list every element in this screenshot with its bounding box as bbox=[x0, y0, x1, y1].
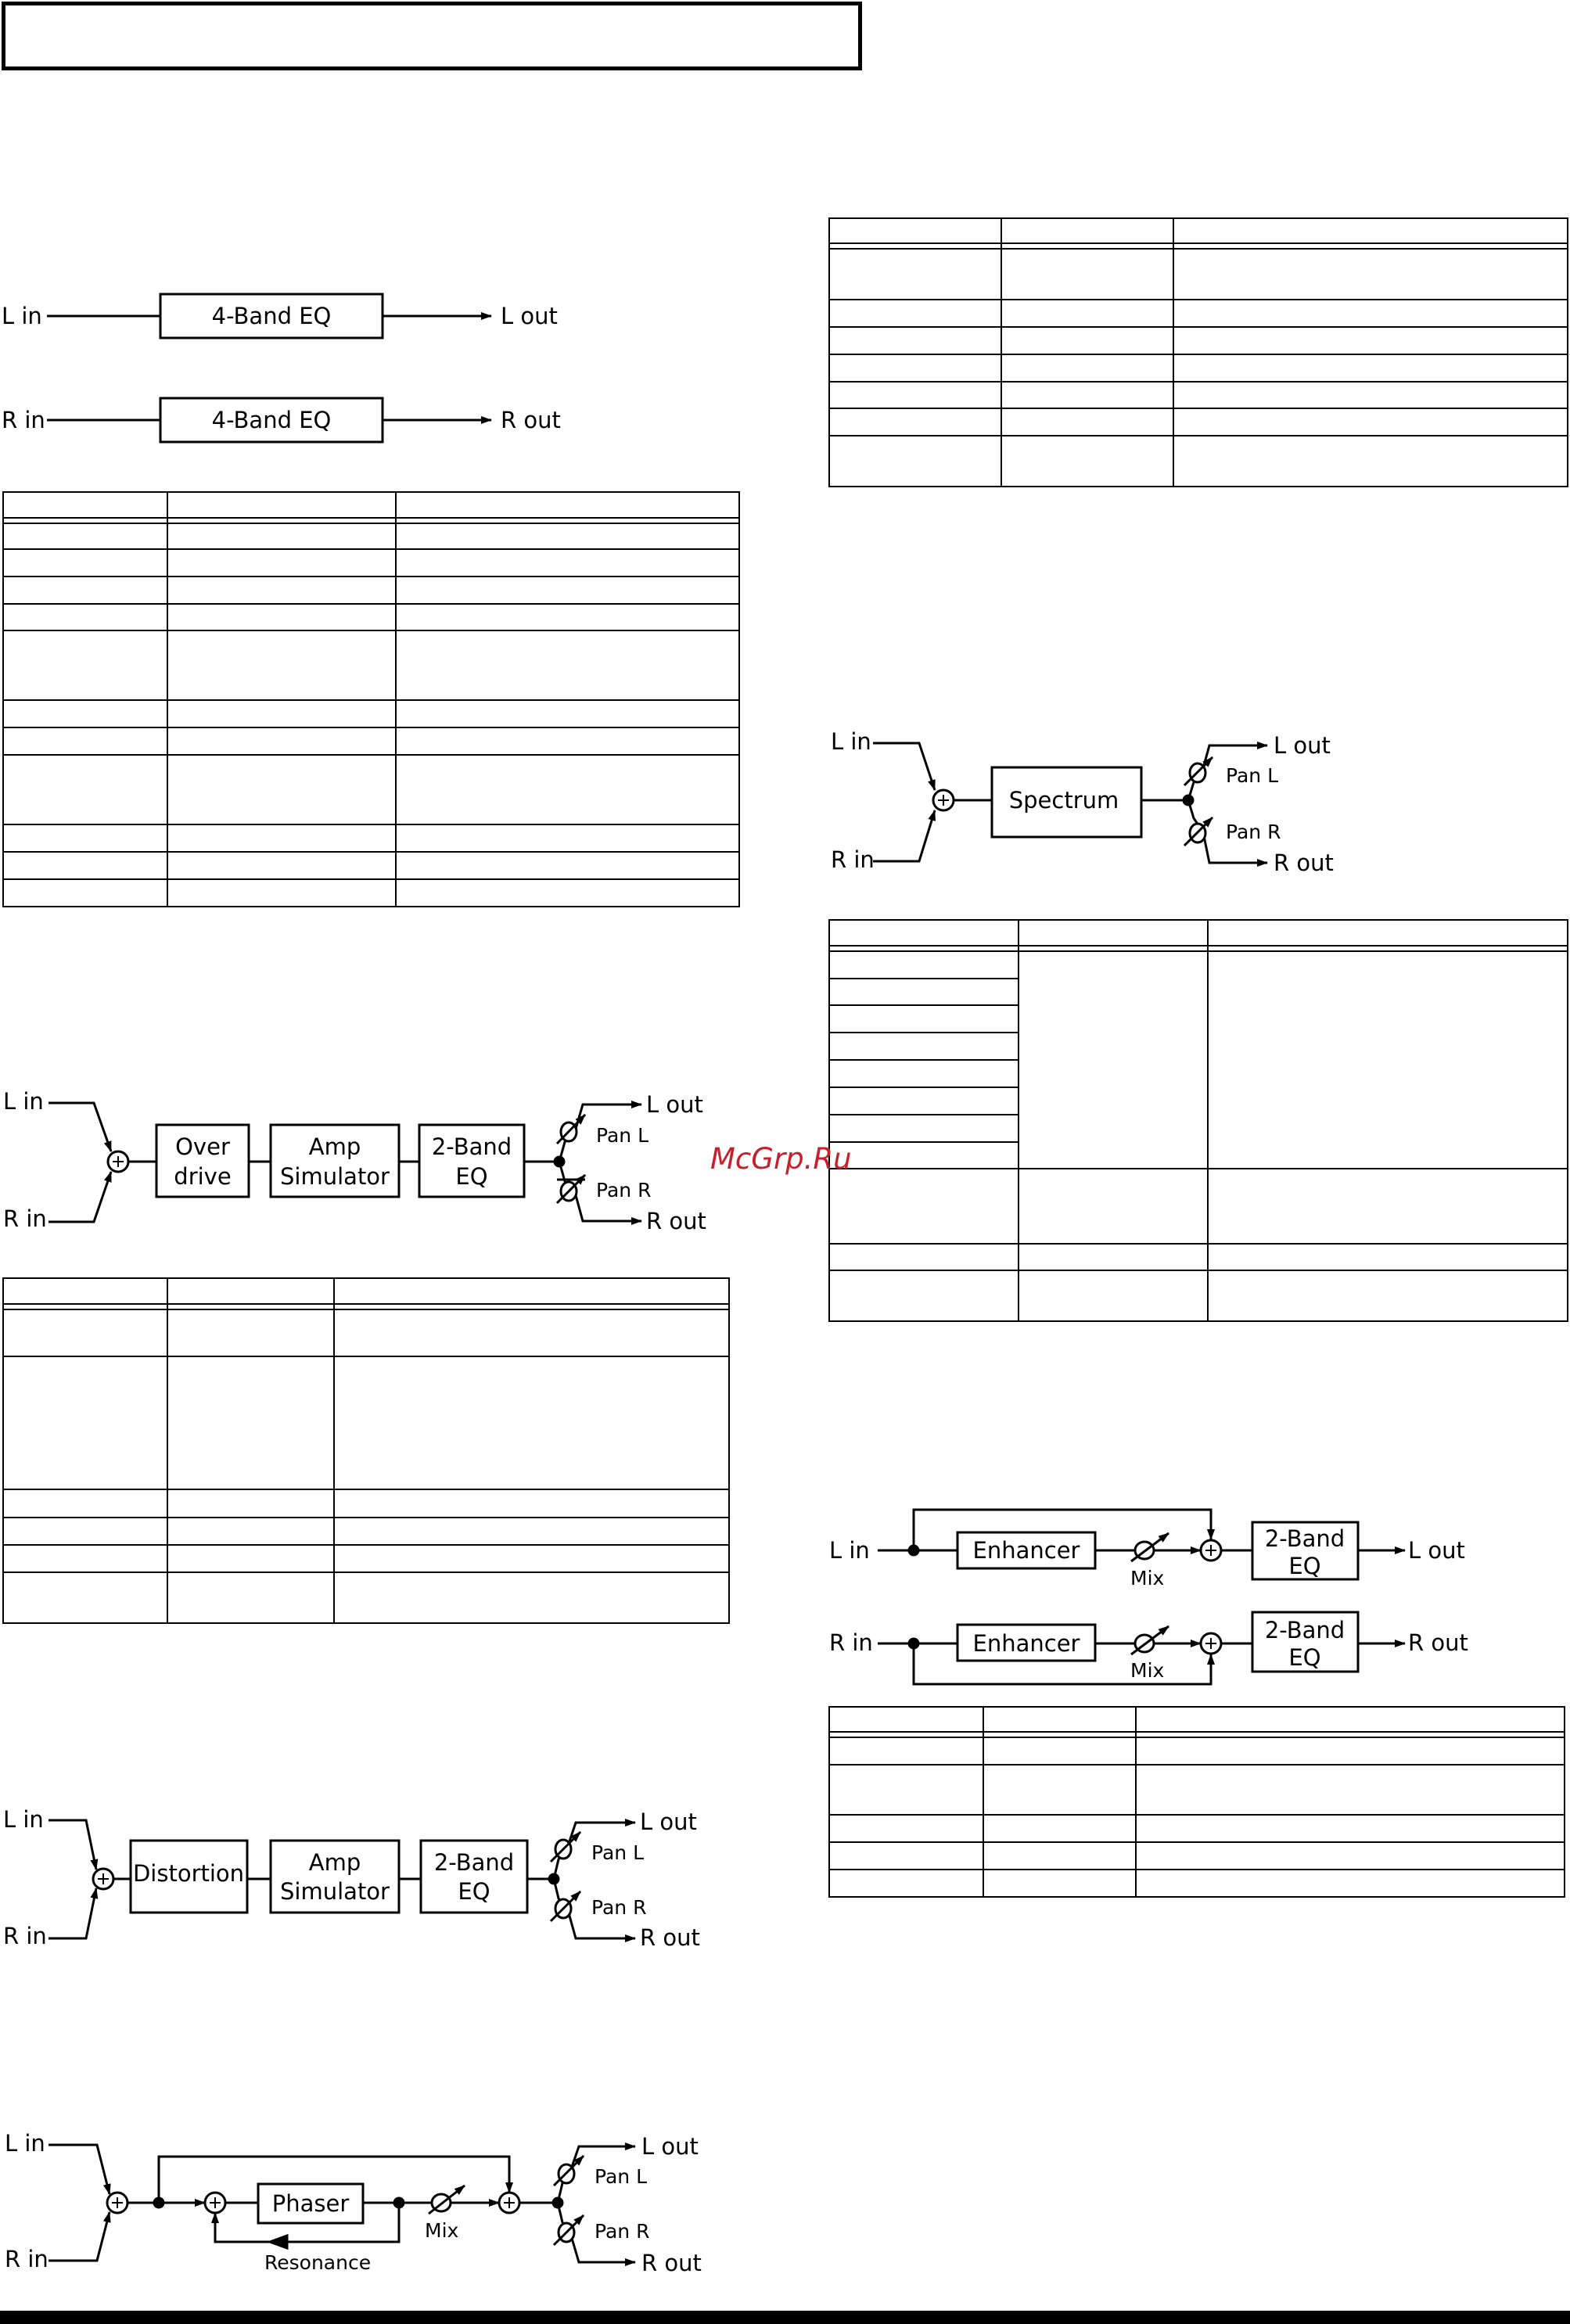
diag2-r-in: R in bbox=[3, 1205, 47, 1232]
diag3-pan-r: Pan R bbox=[591, 1896, 646, 1919]
diag2-l-in: L in bbox=[3, 1088, 44, 1115]
diag2-pan-l: Pan L bbox=[596, 1124, 648, 1147]
diag2-r-out: R out bbox=[646, 1208, 706, 1234]
twoband-block4-line2: EQ bbox=[1288, 1644, 1320, 1671]
twoband-block2-line1: 2-Band bbox=[434, 1849, 514, 1876]
diag4-resonance: Resonance bbox=[264, 2251, 371, 2274]
diag5-l-out: L out bbox=[1274, 732, 1331, 759]
phaser-block-label: Phaser bbox=[272, 2190, 350, 2217]
diag6-r-in: R in bbox=[829, 1629, 873, 1656]
table-spectrum bbox=[828, 919, 1568, 1322]
overdrive-block-line2: drive bbox=[174, 1163, 231, 1190]
watermark-text: McGrp.Ru bbox=[710, 1142, 852, 1176]
diag4-pan-r: Pan R bbox=[595, 2220, 649, 2243]
diag4-pan-l: Pan L bbox=[595, 2165, 647, 2188]
eq-block-bottom-label: 4-Band EQ bbox=[212, 407, 332, 433]
diag5-r-out: R out bbox=[1274, 849, 1334, 876]
diag6-l-in: L in bbox=[829, 1537, 870, 1564]
diag1-r-in: R in bbox=[2, 407, 45, 433]
table-enhancer bbox=[828, 1706, 1565, 1898]
diag5-pan-l: Pan L bbox=[1226, 764, 1278, 787]
diag1-l-in: L in bbox=[2, 303, 42, 329]
page-footer-bar bbox=[0, 2311, 1570, 2324]
diag4-r-out: R out bbox=[641, 2250, 702, 2276]
amp-block-line2: Simulator bbox=[280, 1163, 390, 1190]
diagram-spectrum bbox=[873, 742, 1268, 867]
diagram-4band-eq bbox=[47, 293, 492, 444]
page-header-box bbox=[2, 2, 862, 70]
diagram-enhancer bbox=[878, 1508, 1406, 1686]
spectrum-block-label: Spectrum bbox=[1009, 787, 1119, 814]
twoband-block-line2: EQ bbox=[455, 1163, 487, 1190]
diag4-l-out: L out bbox=[641, 2133, 699, 2160]
diag6-mix-bottom: Mix bbox=[1130, 1659, 1164, 1682]
table-overdrive bbox=[2, 1277, 730, 1624]
diag3-r-in: R in bbox=[3, 1923, 47, 1949]
diag4-r-in: R in bbox=[5, 2246, 49, 2272]
diag5-l-in: L in bbox=[831, 728, 871, 755]
twoband-block4-line1: 2-Band bbox=[1265, 1617, 1345, 1643]
twoband-block3-line1: 2-Band bbox=[1265, 1525, 1345, 1552]
diag1-r-out: R out bbox=[501, 407, 561, 433]
amp-block2-line1: Amp bbox=[309, 1849, 361, 1876]
diag2-l-out: L out bbox=[646, 1091, 703, 1118]
diagram-overdrive bbox=[49, 1101, 642, 1225]
amp-block-line1: Amp bbox=[309, 1133, 361, 1160]
twoband-block3-line2: EQ bbox=[1288, 1553, 1320, 1579]
diag3-l-out: L out bbox=[640, 1809, 697, 1835]
diagram-distortion bbox=[49, 1819, 636, 1942]
enhancer-block-bottom-label: Enhancer bbox=[973, 1630, 1080, 1657]
diag2-pan-r: Pan R bbox=[596, 1179, 651, 1202]
diag6-r-out: R out bbox=[1408, 1629, 1468, 1656]
diag3-l-in: L in bbox=[3, 1806, 44, 1833]
diag1-l-out: L out bbox=[501, 303, 558, 329]
diag4-mix: Mix bbox=[425, 2219, 458, 2242]
diag6-l-out: L out bbox=[1408, 1537, 1465, 1564]
diagram-phaser bbox=[49, 2143, 636, 2266]
distortion-block-label: Distortion bbox=[133, 1860, 244, 1887]
diag6-mix-top: Mix bbox=[1130, 1567, 1164, 1589]
table-4band-eq bbox=[2, 491, 740, 907]
table-top-right bbox=[828, 217, 1568, 487]
twoband-block-line1: 2-Band bbox=[432, 1133, 512, 1160]
diag3-pan-l: Pan L bbox=[591, 1841, 644, 1864]
twoband-block2-line2: EQ bbox=[458, 1878, 490, 1905]
enhancer-block-top-label: Enhancer bbox=[973, 1537, 1080, 1564]
overdrive-block-line1: Over bbox=[175, 1133, 230, 1160]
diag5-r-in: R in bbox=[831, 846, 875, 873]
amp-block2-line2: Simulator bbox=[280, 1878, 390, 1905]
eq-block-top-label: 4-Band EQ bbox=[212, 303, 332, 329]
diag3-r-out: R out bbox=[640, 1924, 700, 1951]
diag5-pan-r: Pan R bbox=[1226, 821, 1281, 843]
diag4-l-in: L in bbox=[5, 2130, 45, 2157]
